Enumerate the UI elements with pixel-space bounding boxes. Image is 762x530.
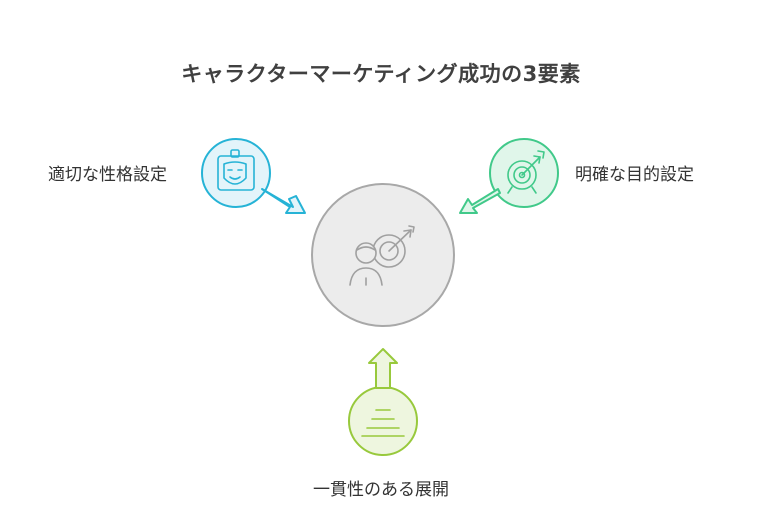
element-node-personality — [201, 138, 306, 214]
diagram-title: キャラクターマーケティング成功の3要素 — [181, 62, 581, 86]
consistency-lines-icon — [361, 409, 405, 437]
element-node-goal — [459, 138, 559, 214]
character-card-icon — [217, 149, 255, 191]
element-label-personality: 適切な性格設定 — [48, 165, 167, 185]
element-label-goal: 明確な目的設定 — [575, 165, 694, 185]
target-icon — [507, 150, 545, 194]
element-node-consistency — [348, 348, 418, 456]
character-target-icon — [349, 225, 415, 286]
element-label-consistency: 一貫性のある展開 — [313, 480, 449, 500]
center-node — [311, 183, 455, 327]
